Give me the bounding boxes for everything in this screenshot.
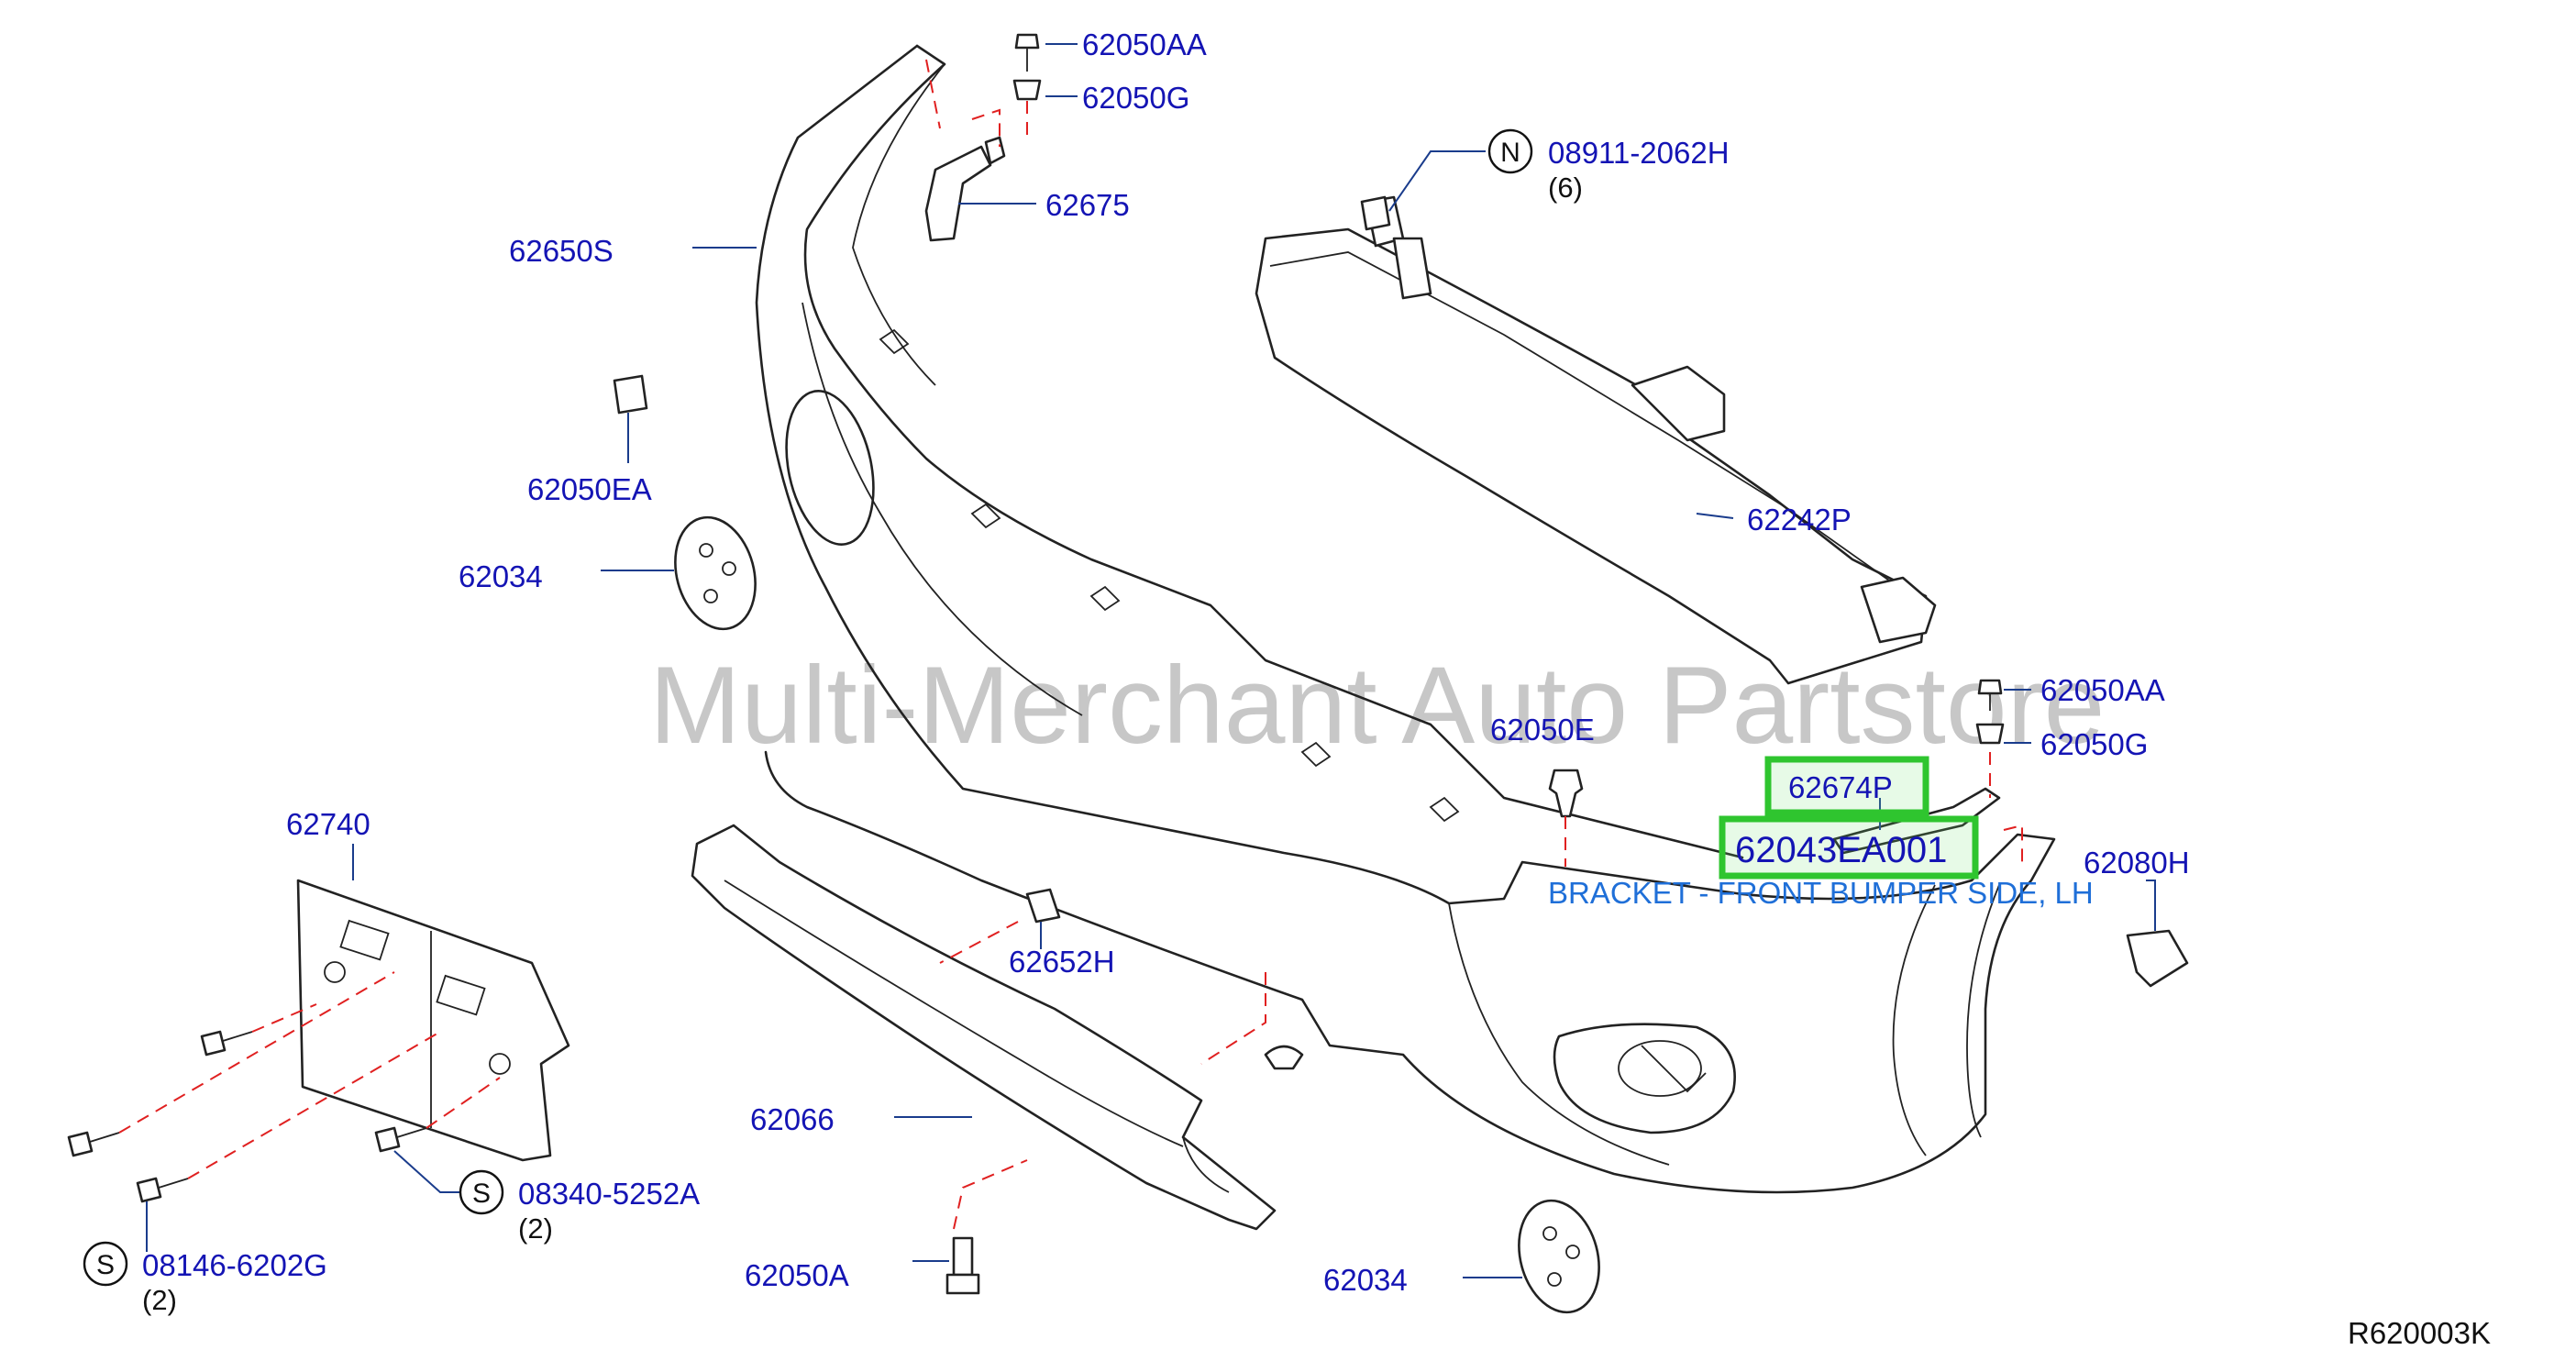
diagram-reference: R620003K: [2348, 1316, 2491, 1350]
label-62080H[interactable]: 62080H: [2084, 846, 2190, 880]
label-62050AA-top[interactable]: 62050AA: [1082, 28, 1207, 61]
label-08146-6202G[interactable]: 08146-6202G: [142, 1248, 327, 1282]
bracket-62675-drawing: [924, 136, 1006, 242]
s-symbol-circle-left: [83, 1241, 128, 1287]
label-62652H[interactable]: 62652H: [1009, 945, 1115, 979]
label-62034-bottom[interactable]: 62034: [1323, 1263, 1408, 1297]
label-62050EA[interactable]: 62050EA: [527, 472, 652, 506]
label-62674P[interactable]: 62674P: [1788, 770, 1893, 804]
highlight-box-62043EA001: [1719, 815, 1979, 880]
label-62242P[interactable]: 62242P: [1747, 503, 1852, 537]
label-62050AA-right[interactable]: 62050AA: [2040, 673, 2165, 707]
label-62050G-right[interactable]: 62050G: [2040, 727, 2148, 761]
reinforcement-62242P-drawing: [1255, 195, 1937, 685]
leader-lines: [146, 43, 2156, 1278]
bumper-fascia-drawing: [755, 44, 2056, 1194]
label-62650S[interactable]: 62650S: [509, 234, 614, 268]
highlight-description: BRACKET - FRONT BUMPER SIDE, LH: [1548, 876, 2094, 910]
label-08911-2062H[interactable]: 08911-2062H: [1548, 136, 1730, 170]
label-62050E[interactable]: 62050E: [1490, 713, 1595, 747]
n-symbol: N: [1500, 138, 1520, 168]
quantity-2-left: (2): [142, 1284, 177, 1316]
cap-62034-bottom-drawing: [1518, 1199, 1600, 1314]
watermark: Multi-Merchant Auto Partstore: [649, 644, 2105, 767]
under-cover-62066-drawing: [691, 824, 1277, 1231]
label-62675[interactable]: 62675: [1045, 188, 1130, 222]
n-symbol-circle: [1487, 128, 1533, 174]
label-62740[interactable]: 62740: [286, 807, 370, 841]
label-08340-5252A[interactable]: 08340-5252A: [518, 1177, 700, 1211]
label-62034-left[interactable]: 62034: [459, 559, 543, 593]
assembly-lines: [118, 59, 2023, 1230]
cap-62034-left-drawing: [674, 515, 757, 631]
s-symbol-left: S: [96, 1250, 115, 1280]
license-bracket-62740-drawing: [296, 879, 570, 1162]
highlight-box-62674P: [1764, 756, 1929, 816]
s-symbol-right: S: [472, 1178, 491, 1209]
label-62066[interactable]: 62066: [750, 1102, 835, 1136]
quantity-6: (6): [1548, 172, 1583, 204]
s-symbol-circle-right: [459, 1169, 504, 1215]
label-62050A[interactable]: 62050A: [745, 1258, 849, 1292]
quantity-2-right: (2): [518, 1212, 553, 1245]
label-62043EA001[interactable]: 62043EA001: [1735, 830, 1947, 870]
label-62050G-top[interactable]: 62050G: [1082, 81, 1189, 115]
